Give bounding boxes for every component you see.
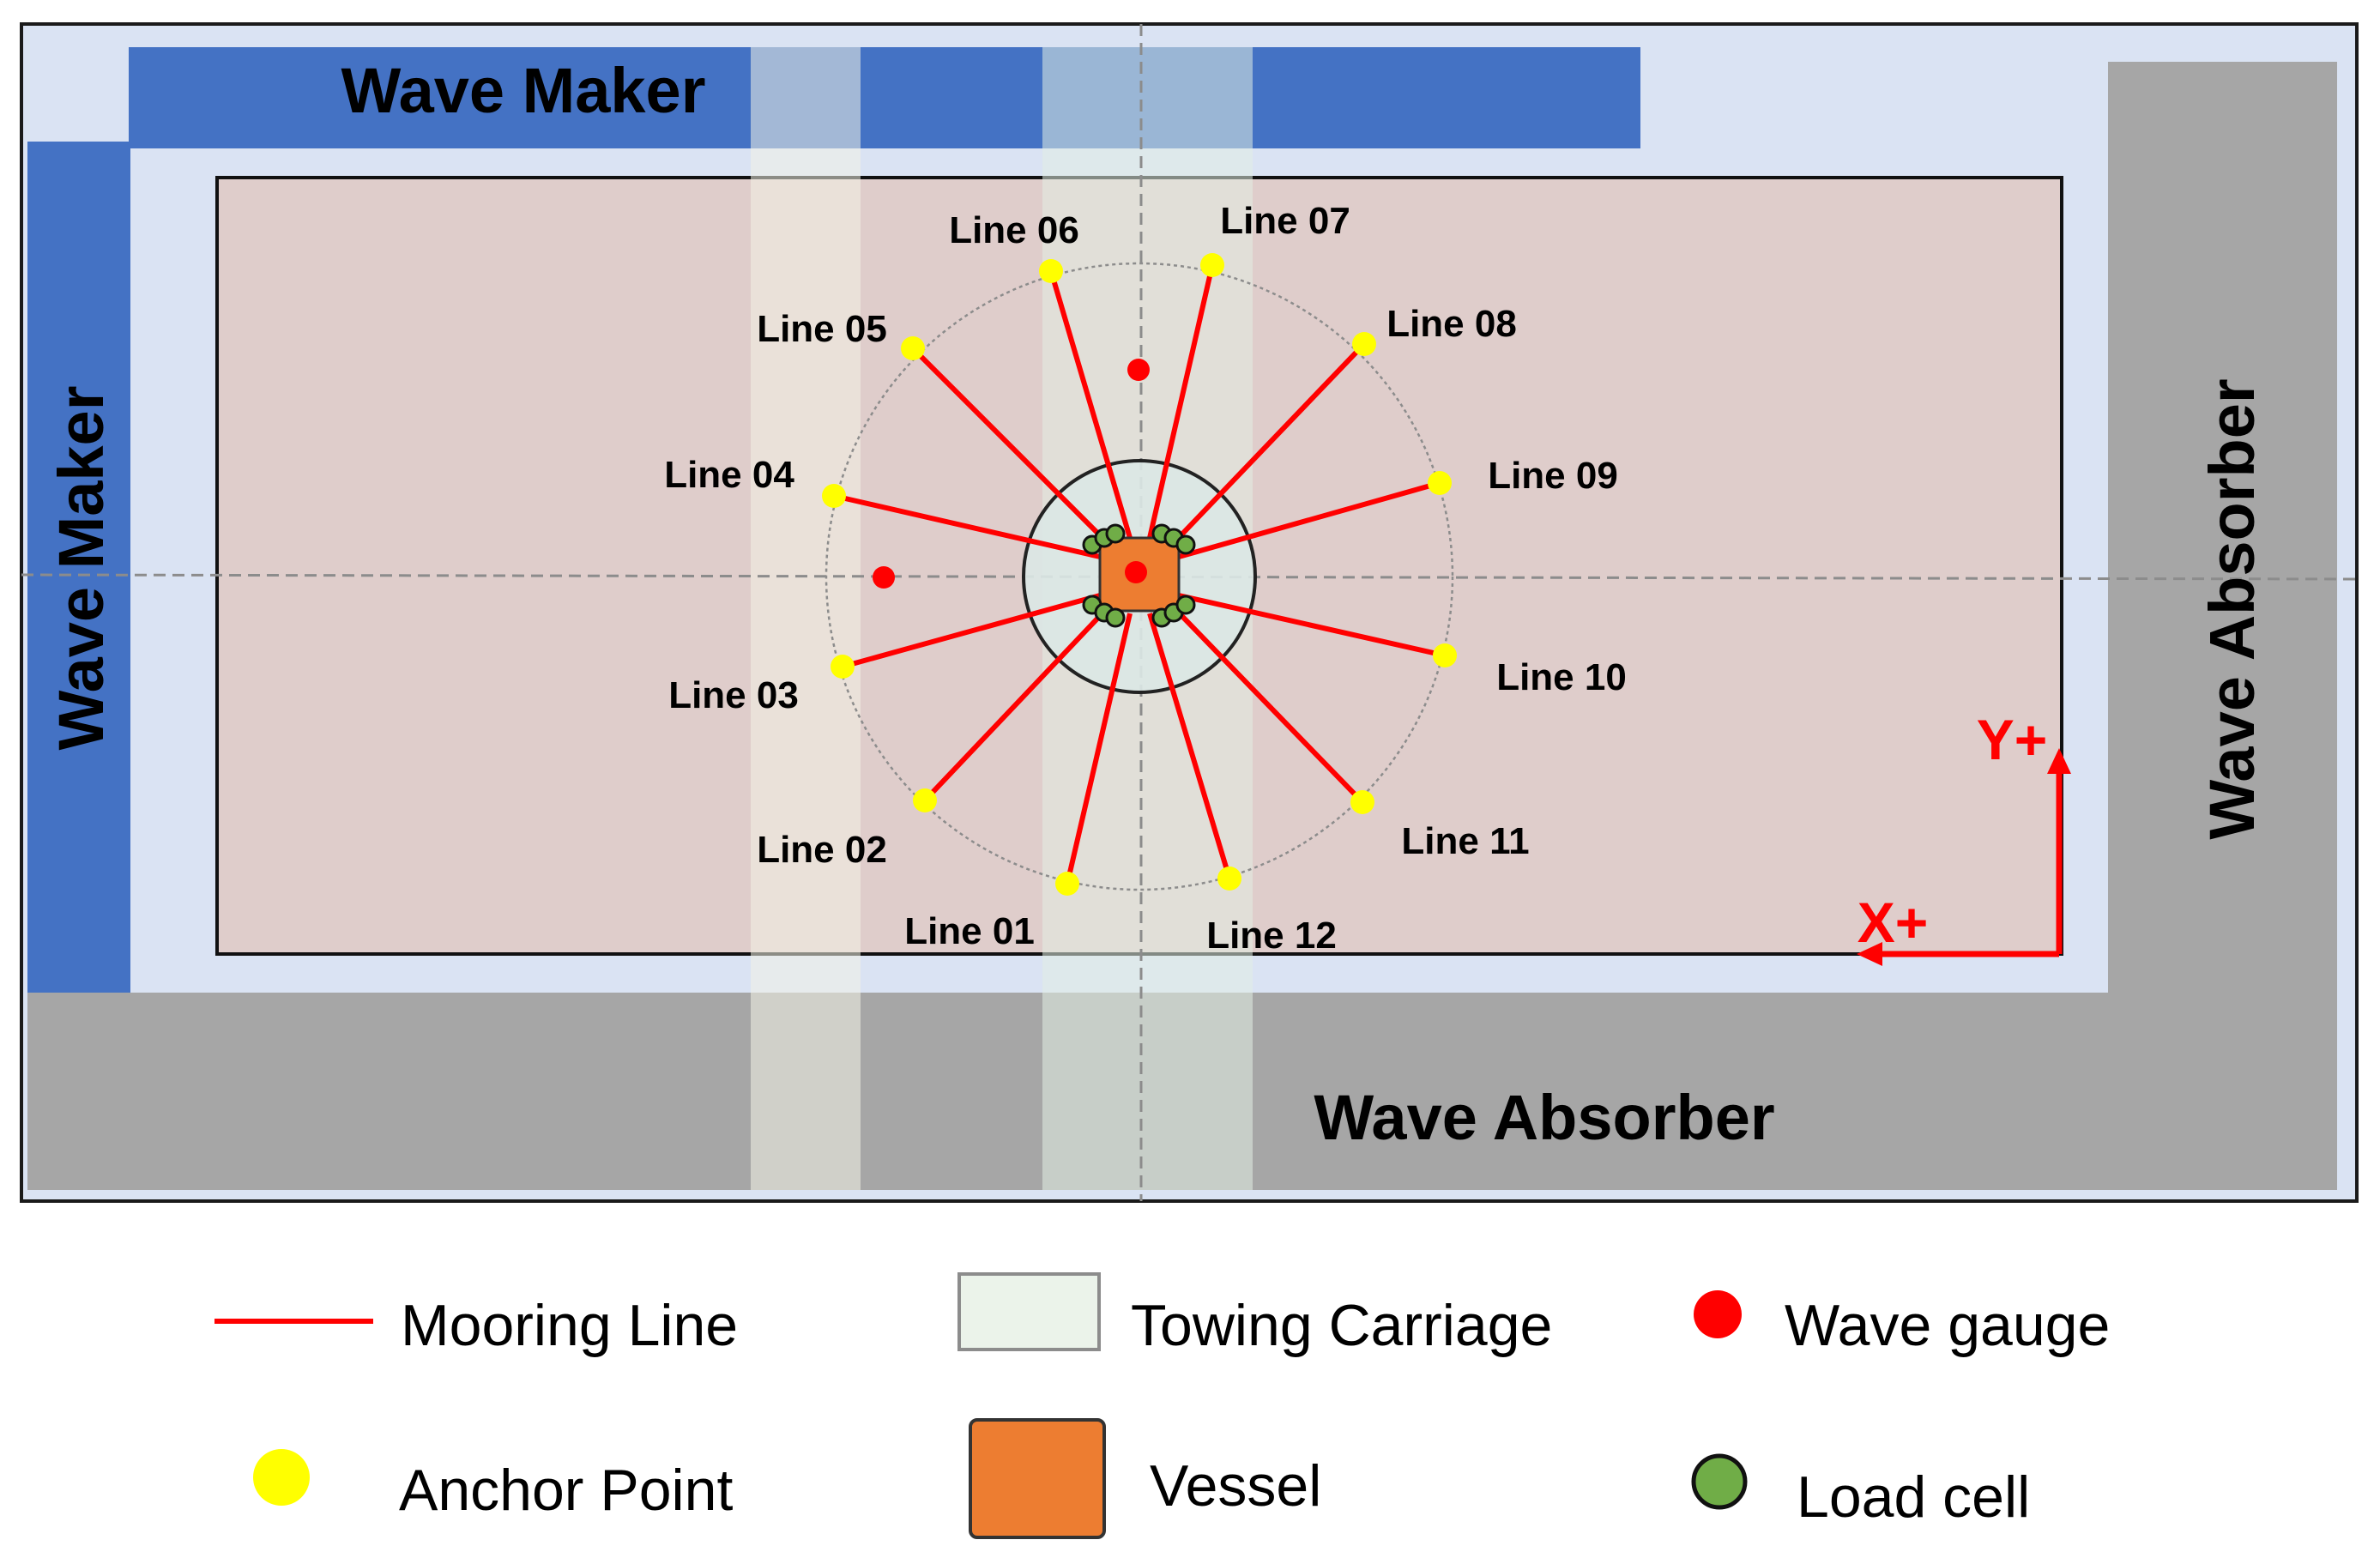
y-axis-label: Y+ [1977,708,2048,771]
anchor-point [1217,867,1241,891]
legend-load-cell-swatch [1691,1453,1748,1510]
anchor-point [1055,872,1079,896]
legend-vessel-label: Vessel [1150,1453,1321,1519]
mooring-line-label: Line 10 [1496,656,1627,698]
x-axis-arrow-head [1857,942,1882,966]
mooring-line-label: Line 12 [1206,915,1337,957]
wave-gauge-dot [1125,561,1147,583]
wave-maker-top [129,47,1640,148]
mooring-line [910,346,1115,551]
mooring-line [1166,600,1365,805]
mooring-line [1166,341,1367,551]
legend-towing-carriage-swatch [957,1272,1101,1351]
legend-towing-carriage-label: Towing Carriage [1131,1293,1552,1358]
wave-absorber-right-label: Wave Absorber [2196,378,2268,839]
y-axis-arrow-head [2047,748,2071,774]
anchor-point [822,484,846,508]
center-axis-horizontal [21,573,2358,581]
mooring-line [1065,613,1133,885]
legend-wave-gauge-label: Wave gauge [1785,1293,2110,1358]
legend-mooring-line-label: Mooring Line [401,1293,738,1358]
load-cell [1175,595,1196,615]
mooring-line-label: Line 09 [1488,455,1618,497]
wave-maker-left [27,142,130,993]
anchor-point [1200,253,1224,277]
anchor-point [1039,259,1063,283]
mooring-line [1178,480,1441,559]
wave-maker-left-label: Wave Maker [45,385,117,750]
legend: Mooring Line Towing Carriage Wave gauge … [214,1272,2110,1539]
wave-gauge-dot [873,566,895,589]
load-cell [1175,534,1196,555]
mooring-line [922,600,1115,803]
legend-load-cell-label: Load cell [1797,1464,2030,1530]
anchor-point [831,655,855,679]
wave-absorber-bottom-label: Wave Absorber [1314,1082,1774,1153]
mooring-line-label: Line 04 [664,454,794,496]
legend-anchor-point-swatch [253,1449,310,1506]
mooring-line-label: Line 07 [1220,200,1350,242]
anchor-point [1428,471,1452,495]
x-axis-label: X+ [1857,891,1929,954]
mooring-line-label: Line 05 [757,308,887,350]
mooring-line-label: Line 06 [949,209,1079,251]
anchor-circle [825,262,1454,891]
mooring-line-label: Line 11 [1401,820,1529,862]
load-cell [1105,607,1126,628]
mooring-line-label: Line 02 [757,829,887,871]
anchor-point [913,788,937,812]
mooring-line-label: Line 01 [904,910,1035,952]
anchor-point [1352,332,1376,356]
anchor-point [1350,790,1374,814]
anchor-point [901,336,925,360]
load-cells-group [1082,523,1196,628]
mooring-line-label: Line 08 [1386,303,1517,345]
legend-anchor-point-label: Anchor Point [399,1458,733,1523]
wave-maker-top-label: Wave Maker [341,55,705,126]
mooring-lines-group: Line 01 Line 02 Line 03 Line 04 Line 05 Line … [664,200,1627,957]
mooring-line [842,593,1101,669]
towing-carriage-band-left [751,47,861,1190]
load-cell [1105,523,1126,544]
mooring-line [833,493,1101,559]
mooring-line [1147,264,1215,539]
mooring-line [1178,593,1446,658]
mooring-line-label: Line 03 [668,674,799,716]
legend-wave-gauge-swatch [1694,1290,1742,1338]
legend-vessel-swatch [969,1418,1106,1539]
anchor-point [1433,643,1457,667]
wave-gauge-dot [1127,359,1150,381]
mooring-line [1048,270,1133,539]
mooring-line [1147,613,1232,879]
